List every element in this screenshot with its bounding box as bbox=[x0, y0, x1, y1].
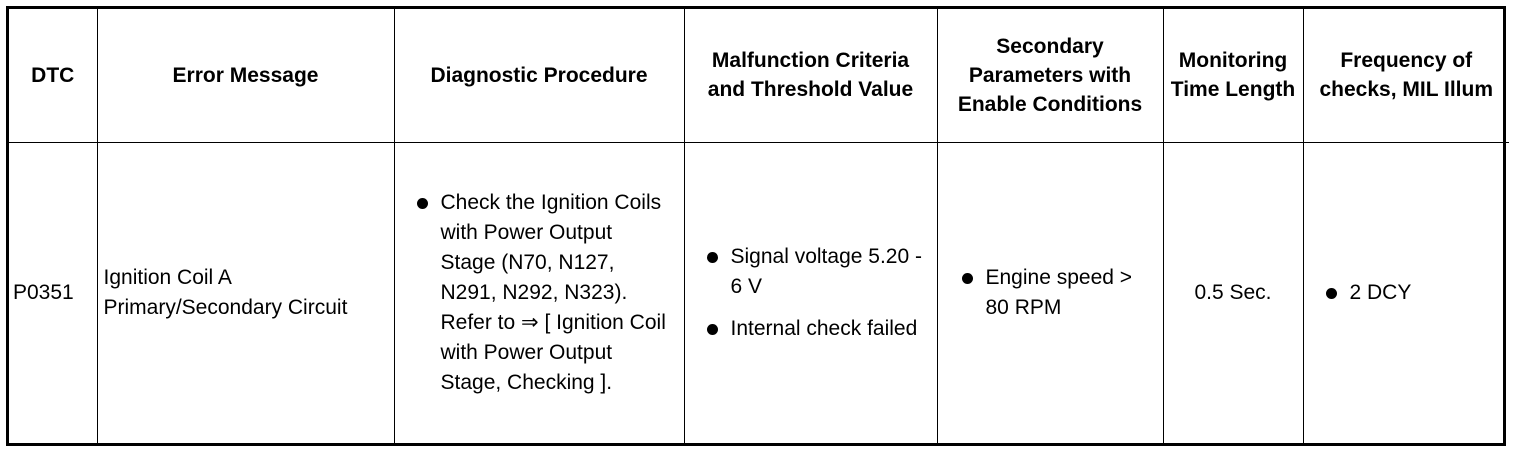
cell-malfunction-criteria: Signal voltage 5.20 - 6 V Internal check… bbox=[683, 141, 938, 443]
cell-secondary-parameters: Engine speed > 80 RPM bbox=[936, 141, 1164, 443]
header-diagnostic-procedure: Diagnostic Procedure bbox=[393, 9, 685, 143]
criteria-item: Internal check failed bbox=[695, 314, 931, 344]
procedure-item: Check the Ignition Coils with Power Outp… bbox=[405, 188, 672, 398]
cell-monitoring-time: 0.5 Sec. bbox=[1162, 141, 1304, 443]
frequency-list: 2 DCY bbox=[1314, 278, 1504, 308]
dtc-table-frame: DTC Error Message Diagnostic Procedure M… bbox=[6, 6, 1509, 446]
header-secondary-parameters: Secondary Parameters with Enable Conditi… bbox=[936, 9, 1164, 143]
cell-error-message: Ignition Coil A Primary/Secondary Circui… bbox=[96, 141, 395, 443]
cell-diagnostic-procedure: Check the Ignition Coils with Power Outp… bbox=[393, 141, 685, 443]
header-monitoring-time: Monitoring Time Length bbox=[1162, 9, 1304, 143]
table-row: P0351 Ignition Coil A Primary/Secondary … bbox=[9, 141, 1509, 443]
frequency-item: 2 DCY bbox=[1314, 278, 1504, 308]
cell-frequency: 2 DCY bbox=[1302, 141, 1509, 443]
procedure-list: Check the Ignition Coils with Power Outp… bbox=[405, 188, 672, 398]
header-row: DTC Error Message Diagnostic Procedure M… bbox=[9, 9, 1509, 143]
parameters-list: Engine speed > 80 RPM bbox=[950, 263, 1157, 323]
header-error-message: Error Message bbox=[96, 9, 395, 143]
header-frequency: Frequency of checks, MIL Illum bbox=[1302, 9, 1509, 143]
cell-dtc: P0351 bbox=[9, 141, 98, 443]
header-dtc: DTC bbox=[9, 9, 98, 143]
parameter-item: Engine speed > 80 RPM bbox=[950, 263, 1157, 323]
dtc-table: DTC Error Message Diagnostic Procedure M… bbox=[9, 9, 1509, 443]
criteria-list: Signal voltage 5.20 - 6 V Internal check… bbox=[695, 242, 931, 344]
criteria-item: Signal voltage 5.20 - 6 V bbox=[695, 242, 931, 302]
header-malfunction-criteria: Malfunction Criteria and Threshold Value bbox=[683, 9, 938, 143]
